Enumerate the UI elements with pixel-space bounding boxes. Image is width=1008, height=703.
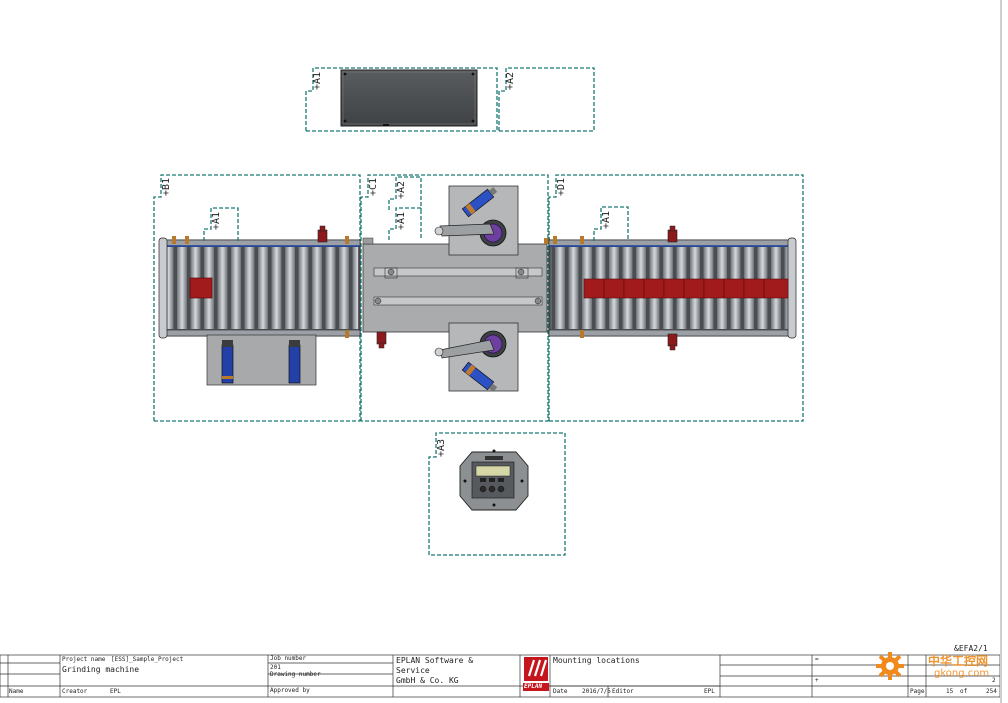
location-label-a1-top: +A1 xyxy=(312,72,323,90)
location-c1: +C1 xyxy=(360,174,550,422)
location-label-b1-a1: +A1 xyxy=(211,212,222,230)
editor-label: Editor xyxy=(612,688,634,695)
creator-value: EPL xyxy=(110,688,121,695)
workpiece-row xyxy=(583,278,789,299)
gear-icon xyxy=(876,652,904,680)
location-label-c1-a2: +A2 xyxy=(396,181,407,199)
location-a3: +A3 xyxy=(428,432,566,556)
date-label: Date xyxy=(553,688,568,695)
equals-sign: = xyxy=(815,656,819,663)
location-b1: +B1 xyxy=(153,174,361,422)
name-label: Name xyxy=(9,688,24,695)
eplan-logo-text: EPLAN xyxy=(524,683,543,690)
date-value: 2016/7/5 xyxy=(582,688,611,695)
page-value: 15 xyxy=(946,688,954,695)
project-name-label: Project name xyxy=(62,656,106,663)
editor-value: EPL xyxy=(704,688,715,695)
location-label-d1-a1: +A1 xyxy=(601,211,612,229)
location-c1-a1: +A1 xyxy=(388,207,422,240)
sheet-value: 2 xyxy=(992,677,996,684)
job-number-value: 201 xyxy=(270,664,281,671)
location-a1-top: +A1 xyxy=(305,67,498,132)
approved-by-label: Approved by xyxy=(270,687,310,694)
location-a2-top: +A2 xyxy=(498,67,595,132)
location-label-d1: +D1 xyxy=(556,178,567,196)
location-d1-a1: +A1 xyxy=(593,206,629,241)
company-line-3: GmbH & Co. KG xyxy=(396,676,459,685)
company-line-2: Service xyxy=(396,666,430,675)
job-number-label: Job number xyxy=(270,655,307,662)
watermark: 中华工控网 gkong.com xyxy=(872,646,1002,686)
location-c1-a2: +A2 xyxy=(388,176,422,210)
page-title: Mounting locations xyxy=(553,656,640,665)
location-label-a3: +A3 xyxy=(436,439,447,457)
eplan-logo xyxy=(523,657,549,691)
location-label-c1-a1: +A1 xyxy=(396,212,407,230)
location-b1-a1: +A1 xyxy=(203,207,239,241)
watermark-url: gkong.com xyxy=(934,668,990,679)
location-label-a2-top: +A2 xyxy=(505,72,516,90)
watermark-cn-text: 中华工控网 xyxy=(928,654,989,668)
creator-label: Creator xyxy=(62,688,88,695)
project-name-value: [ESS]_Sample_Project xyxy=(111,656,184,663)
page-label: Page xyxy=(910,688,925,695)
page-reference: &EFA2/1 xyxy=(954,644,988,653)
plus-sign: + xyxy=(815,677,819,684)
location-d1: +D1 xyxy=(548,174,804,422)
page-total: 254 xyxy=(986,688,997,695)
of-label: of xyxy=(960,688,968,695)
project-description: Grinding machine xyxy=(62,665,140,674)
company-line-1: EPLAN Software & xyxy=(396,656,474,665)
location-label-c1: +C1 xyxy=(368,178,379,196)
location-label-b1: +B1 xyxy=(161,178,172,196)
drawing-number-label: Drawing number xyxy=(270,671,321,678)
